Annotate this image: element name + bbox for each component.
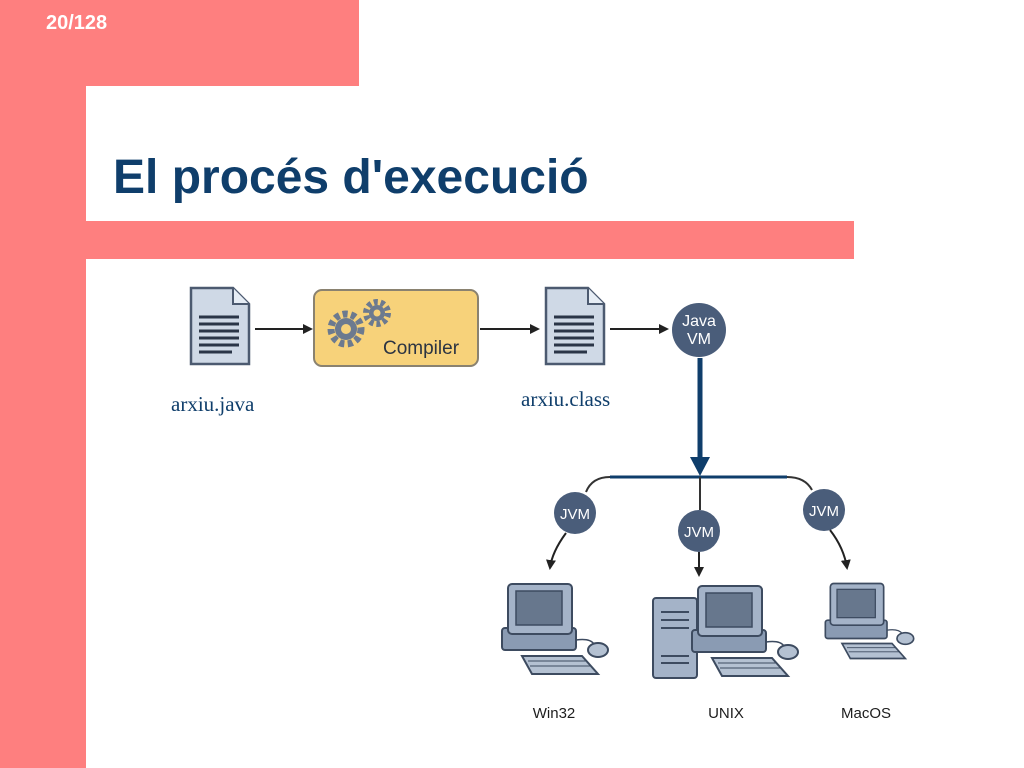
platform-label-unix: UNIX (708, 705, 744, 722)
arrow-to-win32 (546, 532, 567, 570)
jvm-label-win32: JVM (560, 506, 590, 523)
jvm-label-macos: JVM (809, 503, 839, 520)
java-vm-node (672, 303, 726, 357)
jvm-node-win32 (554, 492, 596, 534)
title-underline-bar (86, 221, 854, 259)
top-decor-band (0, 0, 359, 86)
java-vm-label-line2: VM (687, 331, 711, 348)
class-file-icon (544, 286, 606, 366)
jvm-label-unix: JVM (684, 524, 714, 541)
unix-server-icon (652, 597, 698, 679)
gears-icon (327, 299, 391, 348)
platform-label-win32: Win32 (533, 705, 576, 722)
class-file-label: arxiu.class (521, 387, 611, 411)
java-file-label: arxiu.java (171, 392, 255, 416)
macos-computer-icon (824, 582, 915, 660)
win32-computer-icon (501, 583, 609, 675)
jvm-node-macos (803, 489, 845, 531)
branch-line-macos (786, 476, 813, 491)
java-vm-label-line1: Java (682, 313, 716, 330)
compiler-box: Compiler (313, 289, 479, 367)
page-number: 20/128 (46, 12, 108, 34)
platform-label-macos: MacOS (841, 705, 891, 722)
java-file-icon (189, 286, 251, 366)
arrow-to-macos (829, 529, 851, 570)
branch-line-win32 (585, 476, 611, 493)
distribution-arrow-head (690, 457, 710, 476)
slide-title: El procés d'execució (113, 151, 589, 204)
unix-computer-icon (691, 585, 799, 677)
jvm-node-unix (678, 510, 720, 552)
compiler-label: Compiler (383, 338, 460, 359)
left-decor-band (0, 0, 86, 768)
